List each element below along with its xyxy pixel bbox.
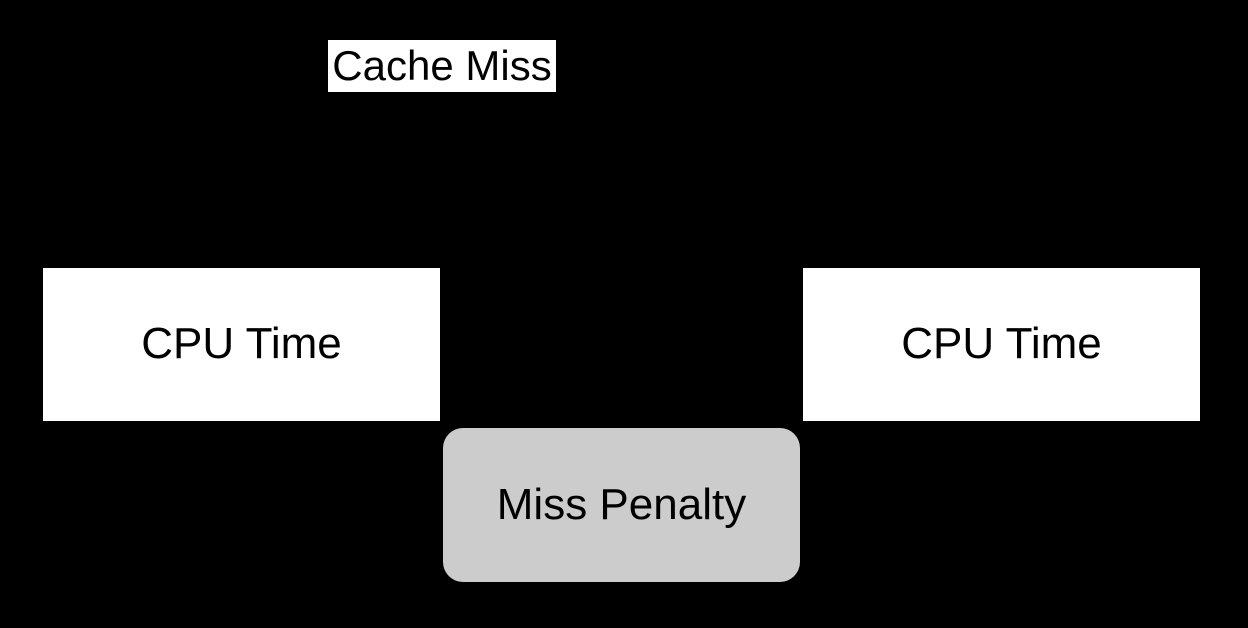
cache-miss-label: Cache Miss [328, 40, 556, 92]
miss-penalty-label: Miss Penalty [496, 479, 747, 529]
cpu-time-right-block: CPU Time [803, 268, 1200, 421]
cpu-time-right-label: CPU Time [901, 319, 1102, 369]
cache-miss-label-text: Cache Miss [332, 42, 552, 89]
miss-penalty-block: Miss Penalty [443, 428, 800, 582]
cpu-time-left-label: CPU Time [141, 319, 342, 369]
cpu-time-left-block: CPU Time [43, 268, 440, 421]
